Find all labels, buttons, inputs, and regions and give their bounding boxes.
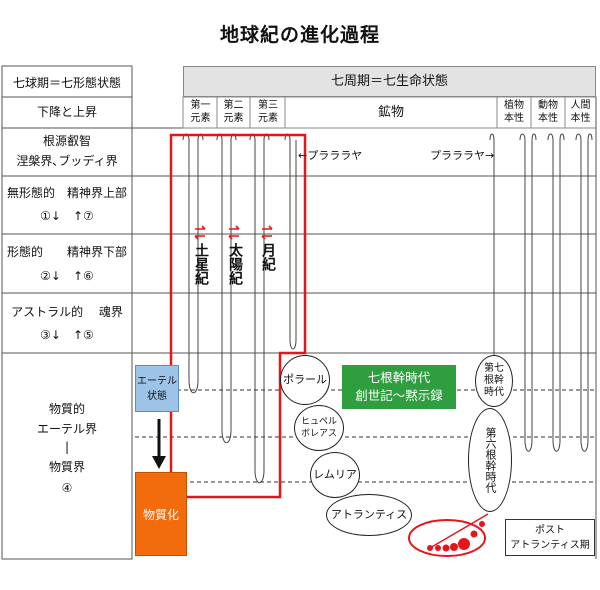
row5-line5: ④ (61, 481, 73, 495)
col-element-3-a: 第三 (258, 100, 278, 111)
left-header-line1: 七球期＝七形態状態 (12, 76, 121, 90)
hyperborean-line2: ボレアス (300, 429, 337, 439)
row5-line1: 物質的 (48, 402, 85, 416)
col-animal-a: 動物 (538, 100, 558, 111)
row5-line2: エーテル界 (36, 422, 97, 436)
row5-line4: 物質界 (48, 460, 85, 474)
col-animal-b: 本性 (538, 113, 558, 124)
post-atlantis-line1: ポスト (535, 525, 565, 536)
hyperborean-epoch-oval: ヒュペル ボレアス (294, 405, 344, 451)
col-element-1-a: 第一 (190, 100, 211, 111)
row1-line1: 根源叡智 (42, 134, 91, 148)
pralaya-left: ←プラララヤ (298, 149, 363, 162)
col-human-a: 人間 (570, 100, 591, 111)
row2-line1: 無形態的 精神界上部 (6, 186, 127, 200)
seven-root-line2: 創世記～黙示録 (355, 388, 443, 403)
seventh-root-age-oval: 第七 根幹 時代 (475, 355, 513, 407)
post-atlantis-line2: アトランティス期 (510, 540, 590, 551)
row3-line2: ②↓ ↑⑥ (40, 269, 94, 283)
etheric-state-box: エーテル 状態 (135, 365, 179, 412)
saturn-period-text: 土星紀 (193, 243, 209, 285)
seven-root-line1: 七根幹時代 (367, 370, 431, 385)
col-plant-b: 本性 (504, 113, 524, 124)
pralaya-right: プラララヤ→ (430, 149, 495, 162)
atlantis-epoch-oval: アトランティス (326, 494, 412, 536)
sixth-root-age-text: 第六根幹時代 (484, 427, 497, 493)
sixth-root-age-oval: 第六根幹時代 (468, 408, 512, 512)
row4-line2: ③↓ ↑⑤ (40, 328, 94, 342)
saturn-period-label: 土星紀 (192, 243, 210, 289)
col-element-3-b: 元素 (258, 113, 278, 124)
row3-line1: 形態的 精神界下部 (6, 245, 127, 259)
left-header-line2: 下降と上昇 (36, 105, 97, 119)
sun-period-label: 太陽紀 (226, 243, 244, 289)
row5-line3: | (64, 440, 70, 454)
row2-line2: ①↓ ↑⑦ (40, 209, 94, 223)
seven-periods-header: 七周期＝七生命状態 (183, 66, 596, 97)
lemuria-epoch-oval: レムリア (310, 452, 360, 498)
col-mineral: 鉱物 (377, 105, 404, 120)
moon-period-text: 月紀 (260, 243, 276, 271)
etheric-state-line2: 状態 (147, 391, 167, 402)
col-plant-a: 植物 (504, 100, 524, 111)
col-element-1-b: 元素 (190, 113, 211, 124)
post-atlantis-box: ポスト アトランティス期 (505, 519, 595, 556)
moon-period-label: 月紀 (259, 243, 277, 275)
row1-line2: 涅槃界､ブッディ界 (16, 154, 118, 168)
seventh-line3: 時代 (484, 387, 504, 398)
col-human-b: 本性 (570, 113, 591, 124)
materialization-box: 物質化 (135, 472, 187, 556)
hyperborean-line1: ヒュペル (300, 417, 337, 427)
seventh-line2: 根幹 (484, 375, 504, 386)
polar-epoch-oval: ポラール (280, 355, 330, 405)
sun-period-text: 太陽紀 (227, 243, 243, 285)
col-element-2-a: 第二 (223, 100, 244, 111)
col-element-2-b: 元素 (223, 113, 244, 124)
row4-line1: アストラル的 魂界 (11, 305, 123, 319)
etheric-state-line1: エーテル (137, 376, 177, 387)
diagram-title: 地球紀の進化過程 (219, 24, 380, 46)
seventh-line1: 第七 (484, 363, 504, 374)
seven-root-ages-box: 七根幹時代 創世記～黙示録 (342, 365, 456, 409)
